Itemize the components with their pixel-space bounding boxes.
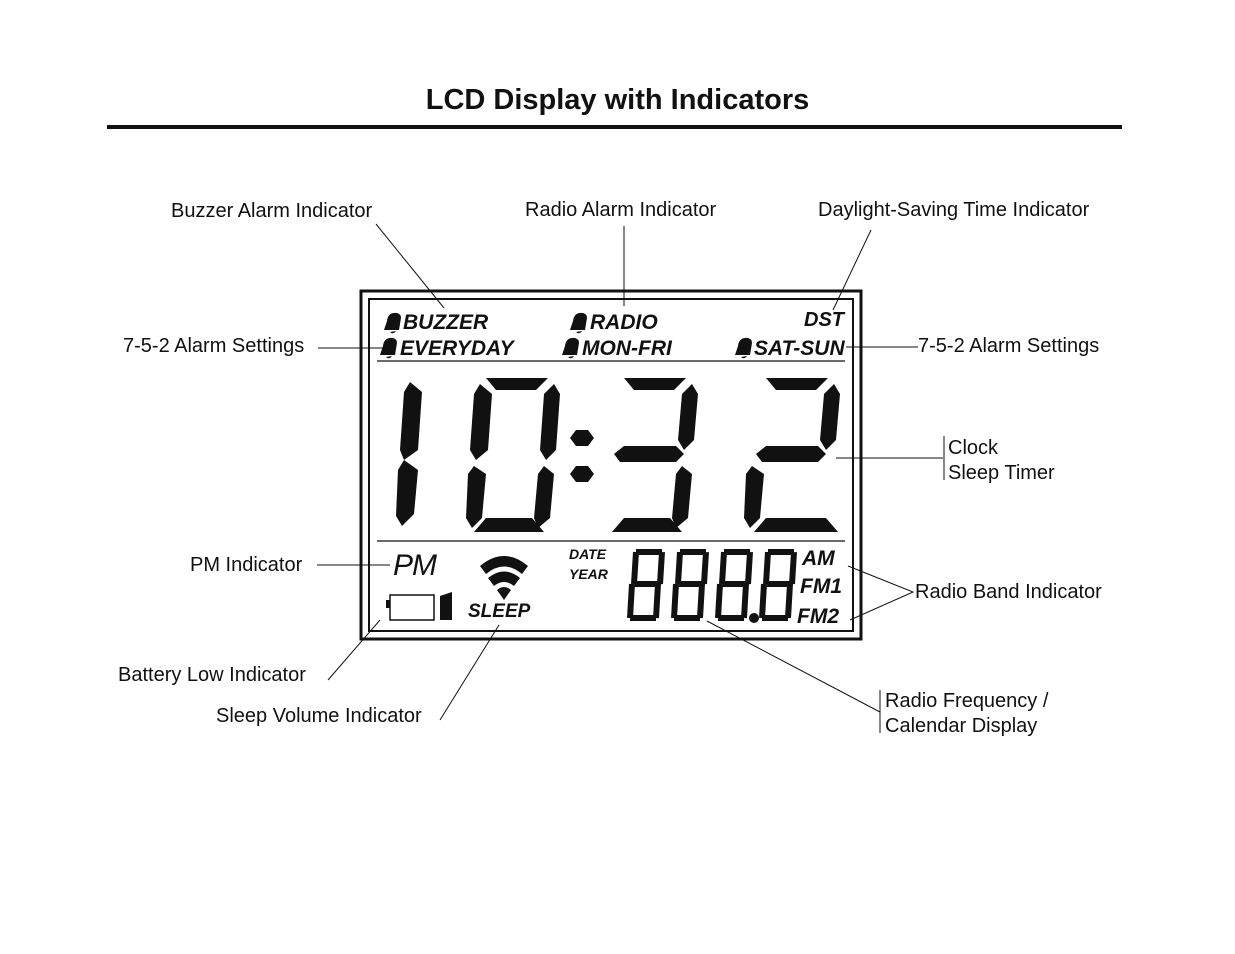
digit-0-seg (470, 384, 492, 460)
lcd-radio: RADIO (590, 311, 658, 334)
sleep-volume-icon (480, 556, 528, 600)
digit-2-seg (754, 518, 838, 532)
lcd-year: YEAR (569, 566, 608, 582)
lcd-pm: PM (393, 549, 437, 582)
label-sleep-timer: Sleep Timer (948, 462, 1055, 484)
small-digit (671, 549, 709, 621)
digit-3-seg (624, 378, 686, 390)
page-title: LCD Display with Indicators (425, 84, 810, 116)
bell-icon (562, 337, 579, 359)
digit-1-seg (400, 382, 422, 460)
label-clock: Clock (948, 437, 999, 459)
decimal-point (749, 613, 759, 623)
small-digit (715, 549, 753, 621)
bell-icon (380, 337, 397, 359)
clock-digits (396, 378, 840, 532)
small-digit (627, 549, 665, 621)
leader-dst (832, 229, 872, 311)
lcd-sat-sun: SAT-SUN (754, 337, 845, 360)
title-underline (107, 125, 1122, 129)
digit-3-seg (614, 446, 684, 462)
label-battery-low: Battery Low Indicator (118, 664, 306, 686)
label-calendar-display: Calendar Display (885, 715, 1038, 737)
digit-1-seg (396, 460, 418, 526)
digit-3-seg (672, 466, 692, 528)
lcd-outer-frame (359, 289, 863, 641)
leader-sleep-volume (439, 624, 500, 721)
digit-3-seg (612, 518, 682, 532)
label-radio-frequency: Radio Frequency / (885, 690, 1049, 712)
digit-2-seg (744, 466, 764, 528)
leader-radio-freq (706, 620, 881, 713)
lcd-date: DATE (569, 546, 607, 562)
colon-dot (570, 430, 594, 446)
small-digit (759, 549, 797, 621)
label-sleep-volume: Sleep Volume Indicator (216, 705, 422, 727)
battery-icon (386, 592, 452, 621)
label-radio-band: Radio Band Indicator (915, 581, 1102, 603)
lcd-buzzer: BUZZER (403, 311, 489, 334)
lcd-inner-frame (368, 298, 854, 632)
lcd-band-fm1: FM1 (800, 575, 842, 598)
label-radio-alarm: Radio Alarm Indicator (525, 199, 717, 221)
lcd-band-fm2: FM2 (797, 605, 839, 628)
small-digits (627, 549, 797, 621)
lcd-mon-fri: MON-FRI (582, 337, 672, 360)
digit-2-seg (820, 384, 840, 450)
digit-0-seg (534, 466, 554, 528)
leader-radio-band (847, 565, 915, 621)
lcd-everyday: EVERYDAY (400, 337, 514, 360)
digit-0-seg (466, 466, 486, 528)
digit-2-seg (766, 378, 828, 390)
digit-0-seg (486, 378, 548, 390)
label-dst: Daylight-Saving Time Indicator (818, 199, 1090, 221)
label-buzzer-alarm: Buzzer Alarm Indicator (171, 200, 373, 222)
bell-icon (570, 312, 587, 334)
digit-0-seg (474, 518, 544, 532)
leader-battery (327, 619, 381, 681)
lcd-dst: DST (804, 309, 844, 331)
label-alarm-settings-left: 7-5-2 Alarm Settings (123, 335, 305, 357)
digit-3-seg (678, 384, 698, 450)
label-pm: PM Indicator (190, 554, 303, 576)
label-alarm-settings-right: 7-5-2 Alarm Settings (918, 335, 1100, 357)
leader-buzzer (375, 223, 445, 309)
digit-2-seg (756, 446, 826, 462)
lcd-sleep: SLEEP (468, 601, 531, 622)
colon-dot (570, 466, 594, 482)
bell-icon (384, 312, 401, 334)
digit-0-seg (540, 384, 560, 460)
lcd-band-am: AM (802, 547, 835, 570)
bell-icon (735, 337, 752, 359)
